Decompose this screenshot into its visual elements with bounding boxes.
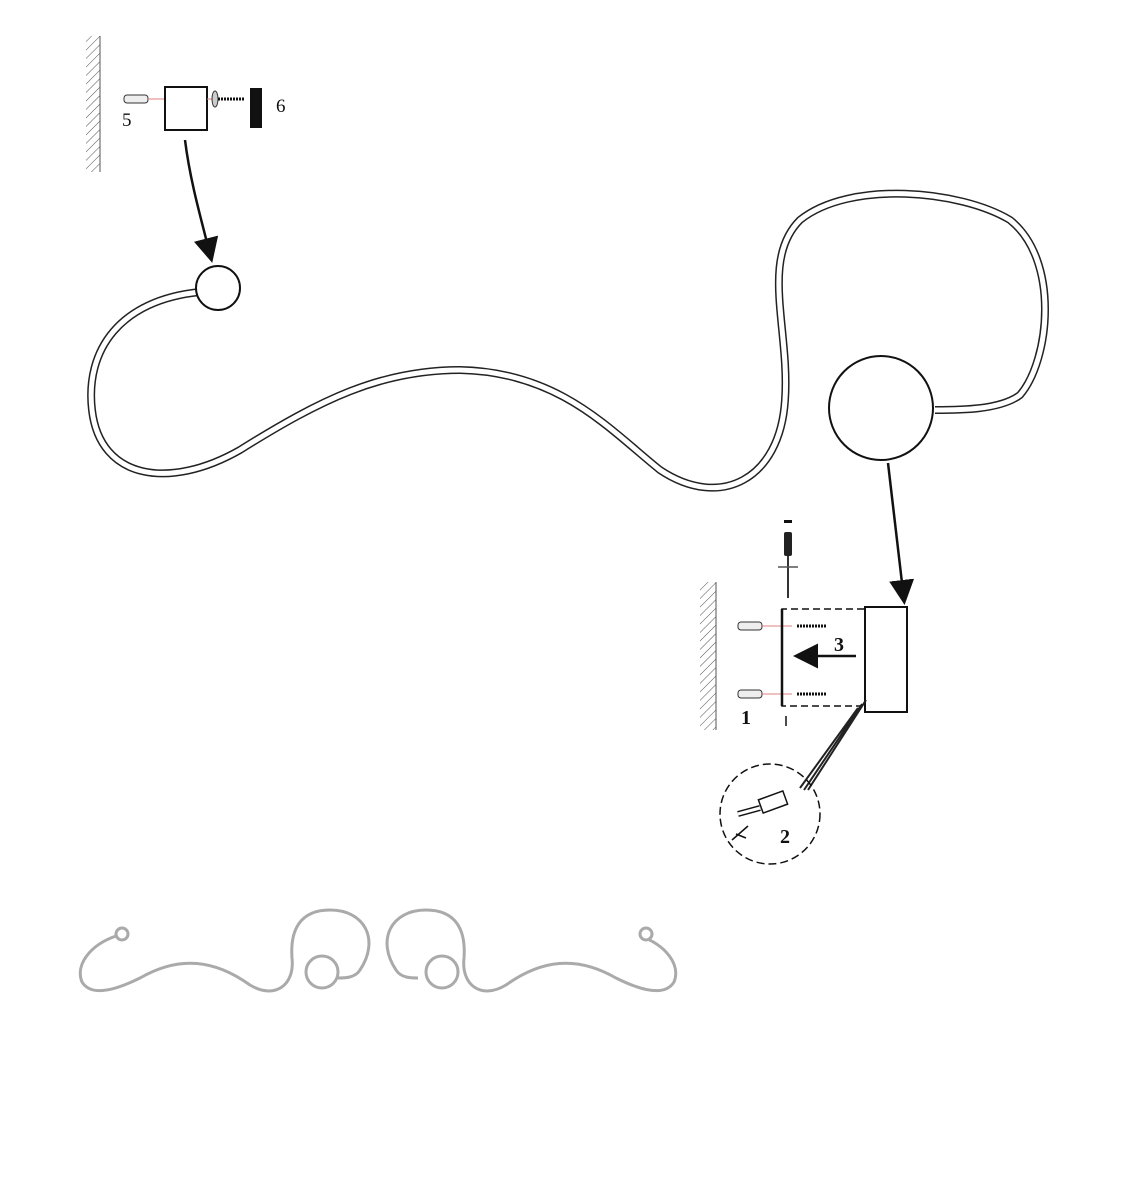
large-globe xyxy=(828,355,934,461)
arrow-to-small-globe xyxy=(183,139,219,263)
label-step-5: 5 xyxy=(122,110,132,131)
wall-box-assembly: 3 1 2 xyxy=(700,520,908,865)
wall-box xyxy=(864,606,908,713)
label-step-1: 1 xyxy=(741,707,751,729)
connector-icon xyxy=(757,790,789,814)
wall-hatch xyxy=(86,36,100,172)
wall-plug-icon xyxy=(737,621,763,631)
wall-hatch xyxy=(700,582,716,730)
end-cap-icon xyxy=(250,88,262,128)
wire-strip-icon xyxy=(731,825,749,841)
label-step-6: 6 xyxy=(276,96,286,117)
lamp-tube xyxy=(87,189,1049,492)
washer-icon xyxy=(211,90,219,108)
wall-plug-icon xyxy=(737,689,763,699)
mount-plate xyxy=(164,86,208,131)
wall-plug-icon xyxy=(123,94,149,104)
cable xyxy=(799,699,867,791)
detail-circle xyxy=(719,763,821,865)
small-mount-assembly: 5 6 xyxy=(86,36,286,172)
screwdriver-icon xyxy=(784,520,792,523)
small-globe xyxy=(195,265,241,311)
label-step-3: 3 xyxy=(834,634,844,656)
configuration-thumbnail-left xyxy=(78,908,371,993)
configuration-thumbnail-right xyxy=(385,908,678,993)
label-step-2: 2 xyxy=(780,826,790,848)
arrow-to-wall-box xyxy=(886,462,915,605)
